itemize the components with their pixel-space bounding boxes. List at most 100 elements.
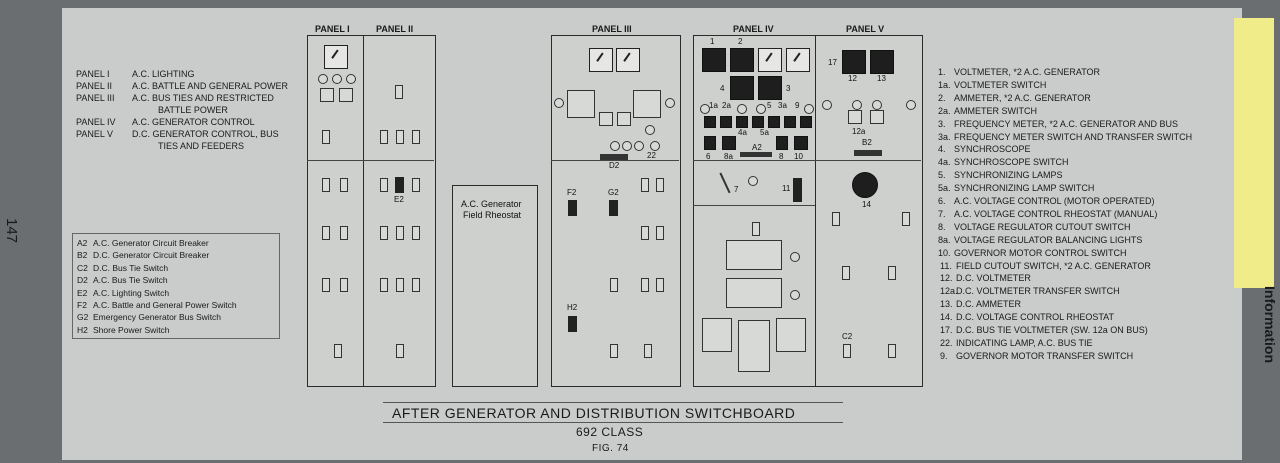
switch-icon — [656, 178, 664, 192]
n5-label: 5 — [767, 101, 772, 110]
bus-tie-switch-icon — [567, 90, 595, 118]
switch-icon — [412, 226, 420, 240]
switch-icon — [610, 344, 618, 358]
switch-icon — [832, 212, 840, 226]
numbered-item-number: 13. — [940, 299, 953, 310]
numbered-item-number: 3a. — [938, 131, 951, 142]
switch-legend-code: F2 — [77, 300, 87, 310]
switch-icon — [888, 344, 896, 358]
numbered-item: 8a.VOLTAGE REGULATOR BALANCING LIGHTS — [938, 234, 1142, 247]
numbered-item: 22.INDICATING LAMP, A.C. BUS TIE — [940, 337, 1093, 350]
control-box-icon — [776, 318, 806, 352]
field-cutout-switch-11-icon — [793, 178, 802, 202]
numbered-item: 9.GOVERNOR MOTOR TRANSFER SWITCH — [940, 350, 1133, 363]
switch-icon — [610, 278, 618, 292]
n13-label: 13 — [877, 74, 886, 83]
control-box-icon — [702, 318, 732, 352]
a2-label: A2 — [752, 143, 762, 152]
switch-icon — [641, 178, 649, 192]
panel-key-desc: A.C. LIGHTING — [132, 69, 195, 79]
switch-legend-desc: D.C. Bus Tie Switch — [93, 262, 169, 273]
switch-square-icon — [617, 112, 631, 126]
switch-icon — [396, 278, 404, 292]
numbered-item-desc: FIELD CUTOUT SWITCH, *2 A.C. GENERATOR — [956, 260, 1151, 271]
n2-label: 2 — [738, 37, 743, 46]
numbered-item: 12.D.C. VOLTMETER — [940, 272, 1031, 285]
frequency-meter-icon — [758, 48, 782, 72]
switch-icon — [380, 226, 388, 240]
switch-icon — [644, 344, 652, 358]
f2-label: F2 — [567, 188, 577, 197]
n22-label: 22 — [647, 151, 656, 160]
switch-block-icon — [722, 136, 736, 150]
bus-tie-switch-c2-icon — [843, 344, 851, 358]
numbered-item-number: 7. — [938, 208, 946, 219]
switch-icon — [641, 278, 649, 292]
numbered-item-desc: SYNCHRONIZING LAMP SWITCH — [954, 183, 1095, 194]
rheostat-label-line-2: Field Rheostat — [463, 210, 522, 220]
n2a-label: 2a — [722, 101, 731, 110]
numbered-item-number: 22. — [940, 337, 953, 348]
switch-legend-desc: Emergency Generator Bus Switch — [93, 312, 222, 323]
switch-icon — [888, 266, 896, 280]
numbered-item-number: 12. — [940, 273, 953, 284]
numbered-item-number: 1a. — [938, 79, 951, 90]
switch-block-icon — [720, 116, 732, 128]
lamp-icon — [790, 290, 800, 300]
switch-icon — [752, 222, 760, 236]
switch-icon — [412, 278, 420, 292]
numbered-item-desc: INDICATING LAMP, A.C. BUS TIE — [956, 337, 1093, 348]
n9-label: 9 — [795, 101, 800, 110]
switch-block-icon — [800, 116, 812, 128]
numbered-item: 5.SYNCHRONIZING LAMPS — [938, 169, 1063, 182]
dc-ammeter-icon — [870, 50, 894, 74]
numbered-item-desc: A.C. VOLTAGE CONTROL RHEOSTAT (MANUAL) — [954, 208, 1158, 219]
switch-icon — [322, 130, 330, 144]
switch-icon — [322, 178, 330, 192]
switch-block-icon — [704, 136, 716, 150]
numbered-item: 4a.SYNCHROSCOPE SWITCH — [938, 156, 1069, 169]
lamp-icon — [346, 74, 356, 84]
numbered-item: 2a.AMMETER SWITCH — [938, 105, 1037, 118]
switch-icon — [334, 344, 342, 358]
numbered-item: 3.FREQUENCY METER, *2 A.C. GENERATOR AND… — [938, 118, 1178, 131]
panel-4-lower-divider — [693, 205, 815, 206]
caption-rule-top — [383, 402, 843, 403]
bus-tie-switch-d2-icon — [600, 154, 628, 160]
n4-label: 4 — [720, 84, 725, 93]
numbered-item-number: 2a. — [938, 105, 951, 116]
numbered-item-desc: D.C. VOLTAGE CONTROL RHEOSTAT — [956, 312, 1115, 323]
switch-icon — [396, 130, 404, 144]
switch-icon — [322, 226, 330, 240]
yellow-tab — [1234, 18, 1274, 288]
governor-switch-box-icon — [726, 240, 782, 270]
numbered-item-desc: D.C. VOLTMETER — [956, 273, 1031, 284]
n12-label: 12 — [848, 74, 857, 83]
lamp-icon — [872, 100, 882, 110]
panel-key-code: PANEL III — [76, 93, 115, 103]
numbered-item-desc: D.C. AMMETER — [956, 299, 1022, 310]
numbered-item-number: 11. — [940, 260, 952, 271]
caption-rule-bottom — [383, 422, 843, 423]
voltmeter-1-icon — [702, 48, 726, 72]
n14-label: 14 — [862, 200, 871, 209]
n8-label: 8 — [779, 152, 784, 161]
figure-subtitle: 692 CLASS — [576, 425, 644, 439]
numbered-item-desc: D.C. VOLTMETER TRANSFER SWITCH — [956, 286, 1120, 297]
numbered-item: 10.GOVERNOR MOTOR CONTROL SWITCH — [938, 247, 1127, 260]
switch-icon — [380, 278, 388, 292]
lamp-icon — [318, 74, 328, 84]
numbered-item: 5a.SYNCHRONIZING LAMP SWITCH — [938, 182, 1094, 195]
lamp-icon — [634, 141, 644, 151]
numbered-item: 13.D.C. AMMETER — [940, 298, 1021, 311]
numbered-item-number: 8. — [938, 221, 946, 232]
switch-icon — [340, 226, 348, 240]
